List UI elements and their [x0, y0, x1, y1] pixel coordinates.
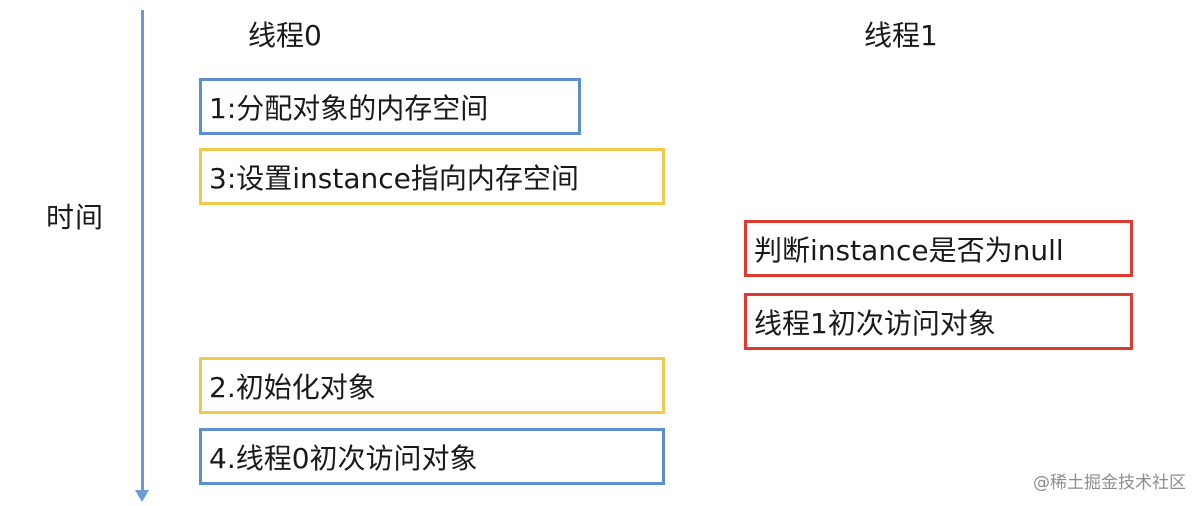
thread0-step-first-access: 4.线程0初次访问对象 — [199, 428, 665, 485]
time-axis-arrow-icon — [135, 490, 149, 502]
thread1-title: 线程1 — [864, 19, 938, 52]
watermark: @稀土掘金技术社区 — [1033, 473, 1186, 493]
thread1-step-null-check: 判断instance是否为null — [744, 220, 1133, 277]
thread0-title: 线程0 — [248, 19, 322, 52]
time-axis-line — [141, 10, 144, 496]
thread0-step-initialize: 2.初始化对象 — [199, 357, 665, 414]
thread0-step-set-instance: 3:设置instance指向内存空间 — [199, 148, 665, 205]
thread1-step-first-access: 线程1初次访问对象 — [744, 293, 1133, 350]
thread0-step-allocate: 1:分配对象的内存空间 — [199, 78, 581, 135]
time-axis-label: 时间 — [46, 201, 105, 234]
